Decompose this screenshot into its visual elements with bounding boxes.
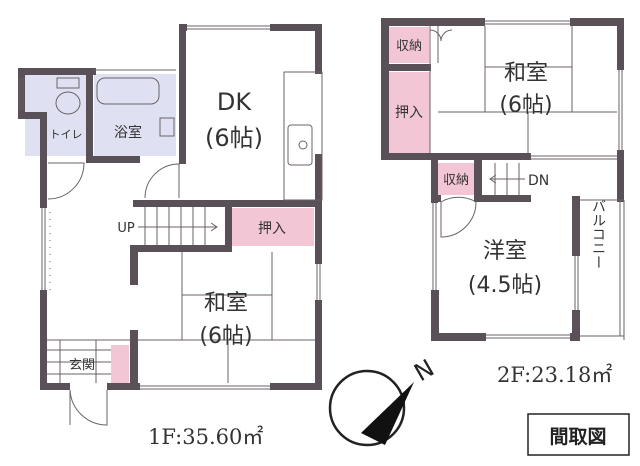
title-box: 間取図 [527, 413, 630, 456]
floor-1-plan: DK (6帖) 浴室 トイレ UP 押入 和室 (6帖) 玄関 1F:35.60… [18, 24, 323, 449]
storage-mid-label: 収納 [443, 173, 469, 188]
walls-2f [381, 18, 624, 341]
washitsu-1f-size: (6帖) [199, 324, 252, 349]
windows-1f [19, 25, 323, 426]
closet-1f [232, 208, 314, 246]
entrance-label: 玄関 [69, 358, 95, 373]
floor-1-area: 1F:35.60㎡ [148, 425, 263, 449]
yoshitsu-label: 洋室 [483, 239, 527, 264]
compass-icon: N [328, 354, 439, 447]
washitsu-1f-label: 和室 [204, 291, 248, 316]
stairs-down-label: DN [528, 173, 549, 189]
bath-area [94, 74, 176, 156]
dk-label: DK [217, 88, 252, 116]
closet-1f-label: 押入 [258, 221, 286, 237]
stairs-up-label: UP [117, 221, 135, 236]
balcony-label: バルコニー [590, 199, 606, 269]
storage-mid [438, 163, 474, 195]
floor-2-area: 2F:23.18㎡ [497, 363, 612, 387]
washitsu-2f-label: 和室 [504, 61, 548, 86]
storage-top-label: 収納 [396, 39, 422, 54]
toilet-label: トイレ [50, 128, 83, 141]
entrance-storage [111, 345, 129, 385]
floor-2-plan: 和室 (6帖) 収納 押入 収納 DN 洋室 (4.5帖) バルコニー 2F:2… [381, 18, 625, 387]
title-label: 間取図 [549, 426, 606, 448]
windows-2f [429, 20, 625, 340]
walls-1f [18, 24, 322, 390]
yoshitsu-size: (4.5帖) [468, 273, 542, 298]
compass-north-label: N [409, 354, 439, 387]
washitsu-2f-size: (6帖) [499, 93, 552, 118]
bath-label: 浴室 [114, 124, 142, 141]
storage-top [389, 27, 429, 63]
closet-2f-label: 押入 [395, 105, 423, 121]
closet-2f [389, 72, 430, 153]
dk-size: (6帖) [205, 124, 263, 152]
